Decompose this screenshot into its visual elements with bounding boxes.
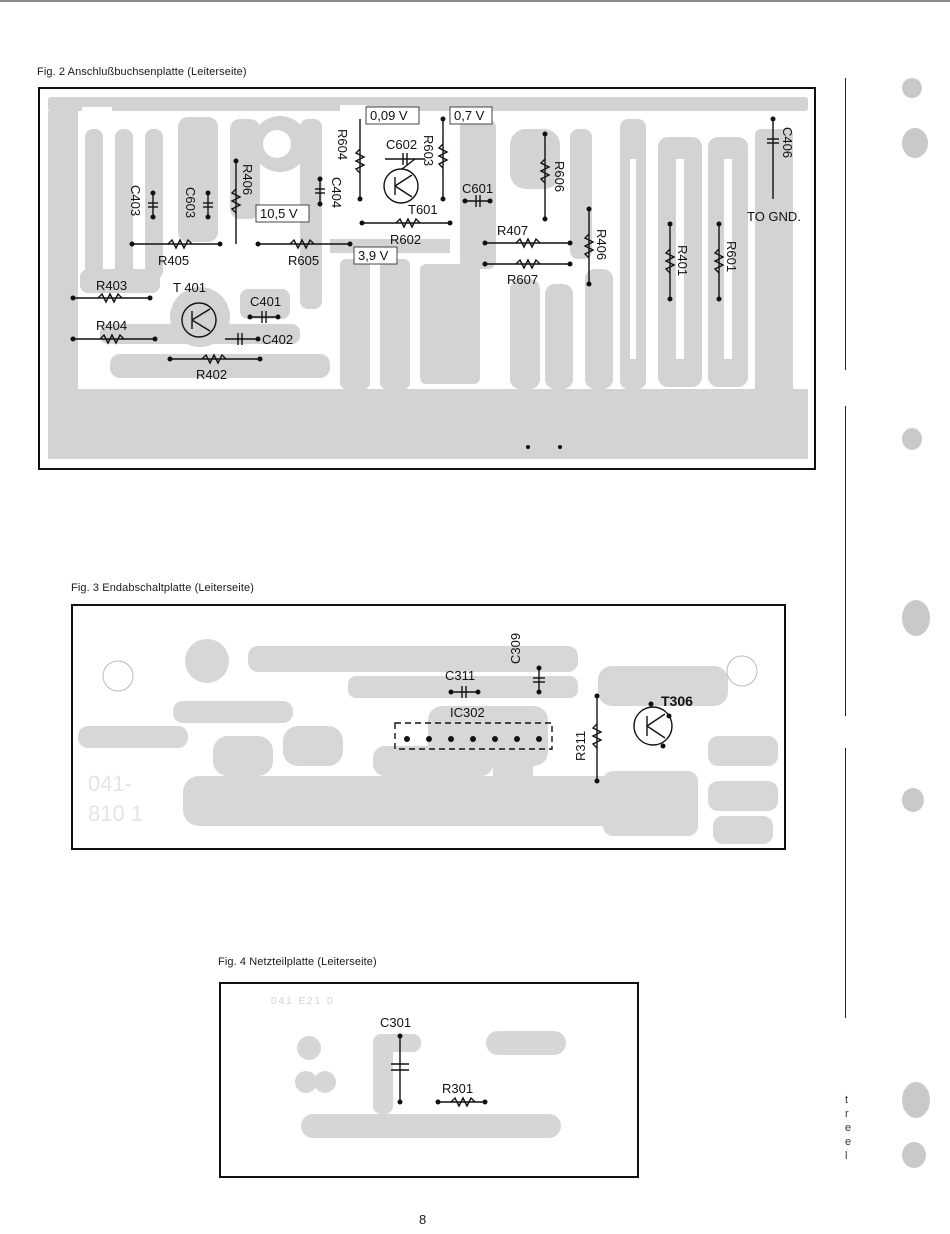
fig4-caption: Fig. 4 Netzteilplatte (Leiterseite) xyxy=(218,956,377,968)
label-r301: R301 xyxy=(442,1081,473,1096)
fig2-pcb-drawing: 0,09 V 0,7 V 10,5 V 3,9 V C403 C603 R406… xyxy=(40,89,814,468)
binder-hole xyxy=(902,78,922,98)
fig4-pcb-drawing: 041 E21 0 C301 R301 xyxy=(221,984,637,1176)
label-r603: R603 xyxy=(421,135,436,166)
label-r404: R404 xyxy=(96,318,127,333)
label-r408: R406 xyxy=(240,164,255,195)
fig3-pcb-drawing: 041- 810 1 C311 C309 IC302 R311 T306 xyxy=(73,606,784,848)
label-r403: R403 xyxy=(96,278,127,293)
fig2-board: 0,09 V 0,7 V 10,5 V 3,9 V C403 C603 R406… xyxy=(38,87,816,470)
fig4-etched-code: 041 E21 0 xyxy=(271,996,335,1007)
label-c404: C404 xyxy=(329,177,344,208)
label-ic302: IC302 xyxy=(450,705,485,720)
fig3-component-leads xyxy=(394,668,673,781)
edge-text: e xyxy=(845,1122,852,1134)
edge-text: r xyxy=(845,1108,849,1120)
voltage-0-09: 0,09 V xyxy=(370,108,408,123)
binder-hole xyxy=(902,428,922,450)
binder-hole xyxy=(902,600,930,636)
label-c301: C301 xyxy=(380,1015,411,1030)
label-r605: R605 xyxy=(288,253,319,268)
binder-rule-2 xyxy=(845,406,846,716)
label-r607: R607 xyxy=(507,272,538,287)
label-c401: C401 xyxy=(250,294,281,309)
label-r402: R402 xyxy=(196,367,227,382)
label-to-gnd: TO GND. xyxy=(747,209,801,224)
fig2-voltage-boxes xyxy=(255,106,493,265)
edge-text: t xyxy=(845,1094,849,1106)
binder-hole xyxy=(902,788,924,812)
page-number: 8 xyxy=(419,1212,427,1227)
label-c601: C601 xyxy=(462,181,493,196)
label-c603: C603 xyxy=(183,187,198,218)
label-r604: R604 xyxy=(335,129,350,160)
svg-text:041-: 041- xyxy=(88,771,132,796)
label-c403: C403 xyxy=(128,185,143,216)
fig2-solder-pads xyxy=(70,116,776,449)
top-rule xyxy=(0,0,950,2)
label-r602: R602 xyxy=(390,232,421,247)
label-c309: C309 xyxy=(508,633,523,664)
label-c406: C406 xyxy=(780,127,795,158)
voltage-10-5: 10,5 V xyxy=(260,206,298,221)
fig2-caption: Fig. 2 Anschlußbuchsenplatte (Leiterseit… xyxy=(37,66,247,78)
label-c311: C311 xyxy=(445,668,475,683)
edge-text: e xyxy=(845,1136,852,1148)
binder-rule-1 xyxy=(845,78,846,370)
label-r311: R311 xyxy=(573,731,588,761)
label-r405: R405 xyxy=(158,253,189,268)
label-r401: R401 xyxy=(675,245,690,276)
binder-hole xyxy=(902,1142,926,1168)
fig3-etched-code: 041- 810 1 xyxy=(88,771,143,826)
binder-rule-3 xyxy=(845,748,846,1018)
fig4-component-leads xyxy=(391,1036,485,1108)
binder-hole xyxy=(902,1082,930,1118)
svg-text:810 1: 810 1 xyxy=(88,801,143,826)
label-r407: R407 xyxy=(497,223,528,238)
label-c402: C402 xyxy=(262,332,293,347)
label-t601: T601 xyxy=(408,202,438,217)
label-r406: R406 xyxy=(594,229,609,260)
fig3-caption: Fig. 3 Endabschaltplatte (Leiterseite) xyxy=(71,582,254,594)
label-t401: T 401 xyxy=(173,280,206,295)
label-t306: T306 xyxy=(661,693,693,709)
fig2-component-leads xyxy=(73,119,779,365)
fig3-copper-traces xyxy=(78,639,778,844)
voltage-3-9: 3,9 V xyxy=(358,248,389,263)
voltage-0-7: 0,7 V xyxy=(454,108,485,123)
fig4-copper-traces xyxy=(295,1031,566,1138)
binder-hole xyxy=(902,128,928,158)
edge-text: l xyxy=(845,1150,848,1162)
label-c602: C602 xyxy=(386,137,417,152)
fig4-board: 041 E21 0 C301 R301 xyxy=(219,982,639,1178)
label-r606: R606 xyxy=(552,161,567,192)
fig3-board: 041- 810 1 C311 C309 IC302 R311 T306 xyxy=(71,604,786,850)
label-r601: R601 xyxy=(724,241,739,272)
